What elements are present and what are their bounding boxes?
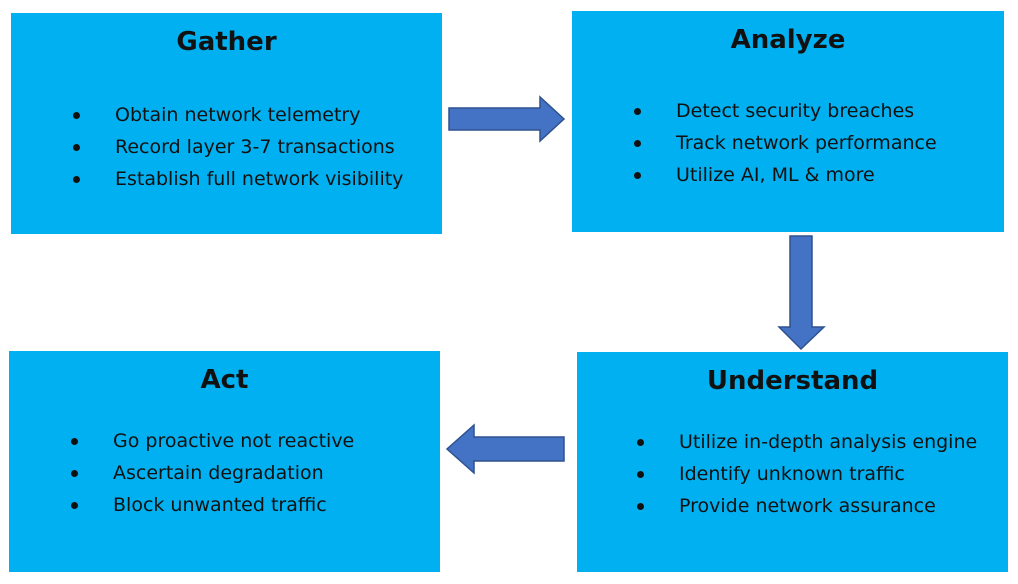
gather-list: Obtain network telemetry Record layer 3-… <box>73 99 403 195</box>
bullet-icon <box>637 503 644 510</box>
bullet-icon <box>637 439 644 446</box>
list-item: Utilize AI, ML & more <box>634 159 937 191</box>
list-item: Record layer 3-7 transactions <box>73 131 403 163</box>
bullet-icon <box>634 108 641 115</box>
list-item: Block unwanted traffic <box>71 489 354 521</box>
list-item: Ascertain degradation <box>71 457 354 489</box>
list-item: Obtain network telemetry <box>73 99 403 131</box>
arrow-right-icon <box>448 95 566 143</box>
list-item: Track network performance <box>634 127 937 159</box>
bullet-icon <box>73 176 80 183</box>
list-item: Detect security breaches <box>634 95 937 127</box>
act-box: Act Go proactive not reactive Ascertain … <box>9 351 440 572</box>
analyze-list: Detect security breaches Track network p… <box>634 95 937 191</box>
understand-title: Understand <box>706 366 879 396</box>
bullet-icon <box>634 172 641 179</box>
list-item: Identify unknown traffic <box>637 458 977 490</box>
gather-title: Gather <box>176 27 277 57</box>
analyze-title: Analyze <box>730 25 846 55</box>
bullet-icon <box>71 470 78 477</box>
list-item: Utilize in-depth analysis engine <box>637 426 977 458</box>
gather-box: Gather Obtain network telemetry Record l… <box>11 13 442 234</box>
bullet-icon <box>634 140 641 147</box>
bullet-icon <box>73 144 80 151</box>
arrow-left-icon <box>445 423 565 475</box>
act-list: Go proactive not reactive Ascertain degr… <box>71 425 354 521</box>
understand-list: Utilize in-depth analysis engine Identif… <box>637 426 977 522</box>
list-item: Provide network assurance <box>637 490 977 522</box>
understand-box: Understand Utilize in-depth analysis eng… <box>577 352 1008 572</box>
arrow-down-icon <box>777 235 826 351</box>
analyze-box: Analyze Detect security breaches Track n… <box>572 11 1004 232</box>
bullet-icon <box>71 438 78 445</box>
list-item: Go proactive not reactive <box>71 425 354 457</box>
bullet-icon <box>73 112 80 119</box>
bullet-icon <box>637 471 644 478</box>
list-item: Establish full network visibility <box>73 163 403 195</box>
bullet-icon <box>71 502 78 509</box>
act-title: Act <box>200 365 249 395</box>
